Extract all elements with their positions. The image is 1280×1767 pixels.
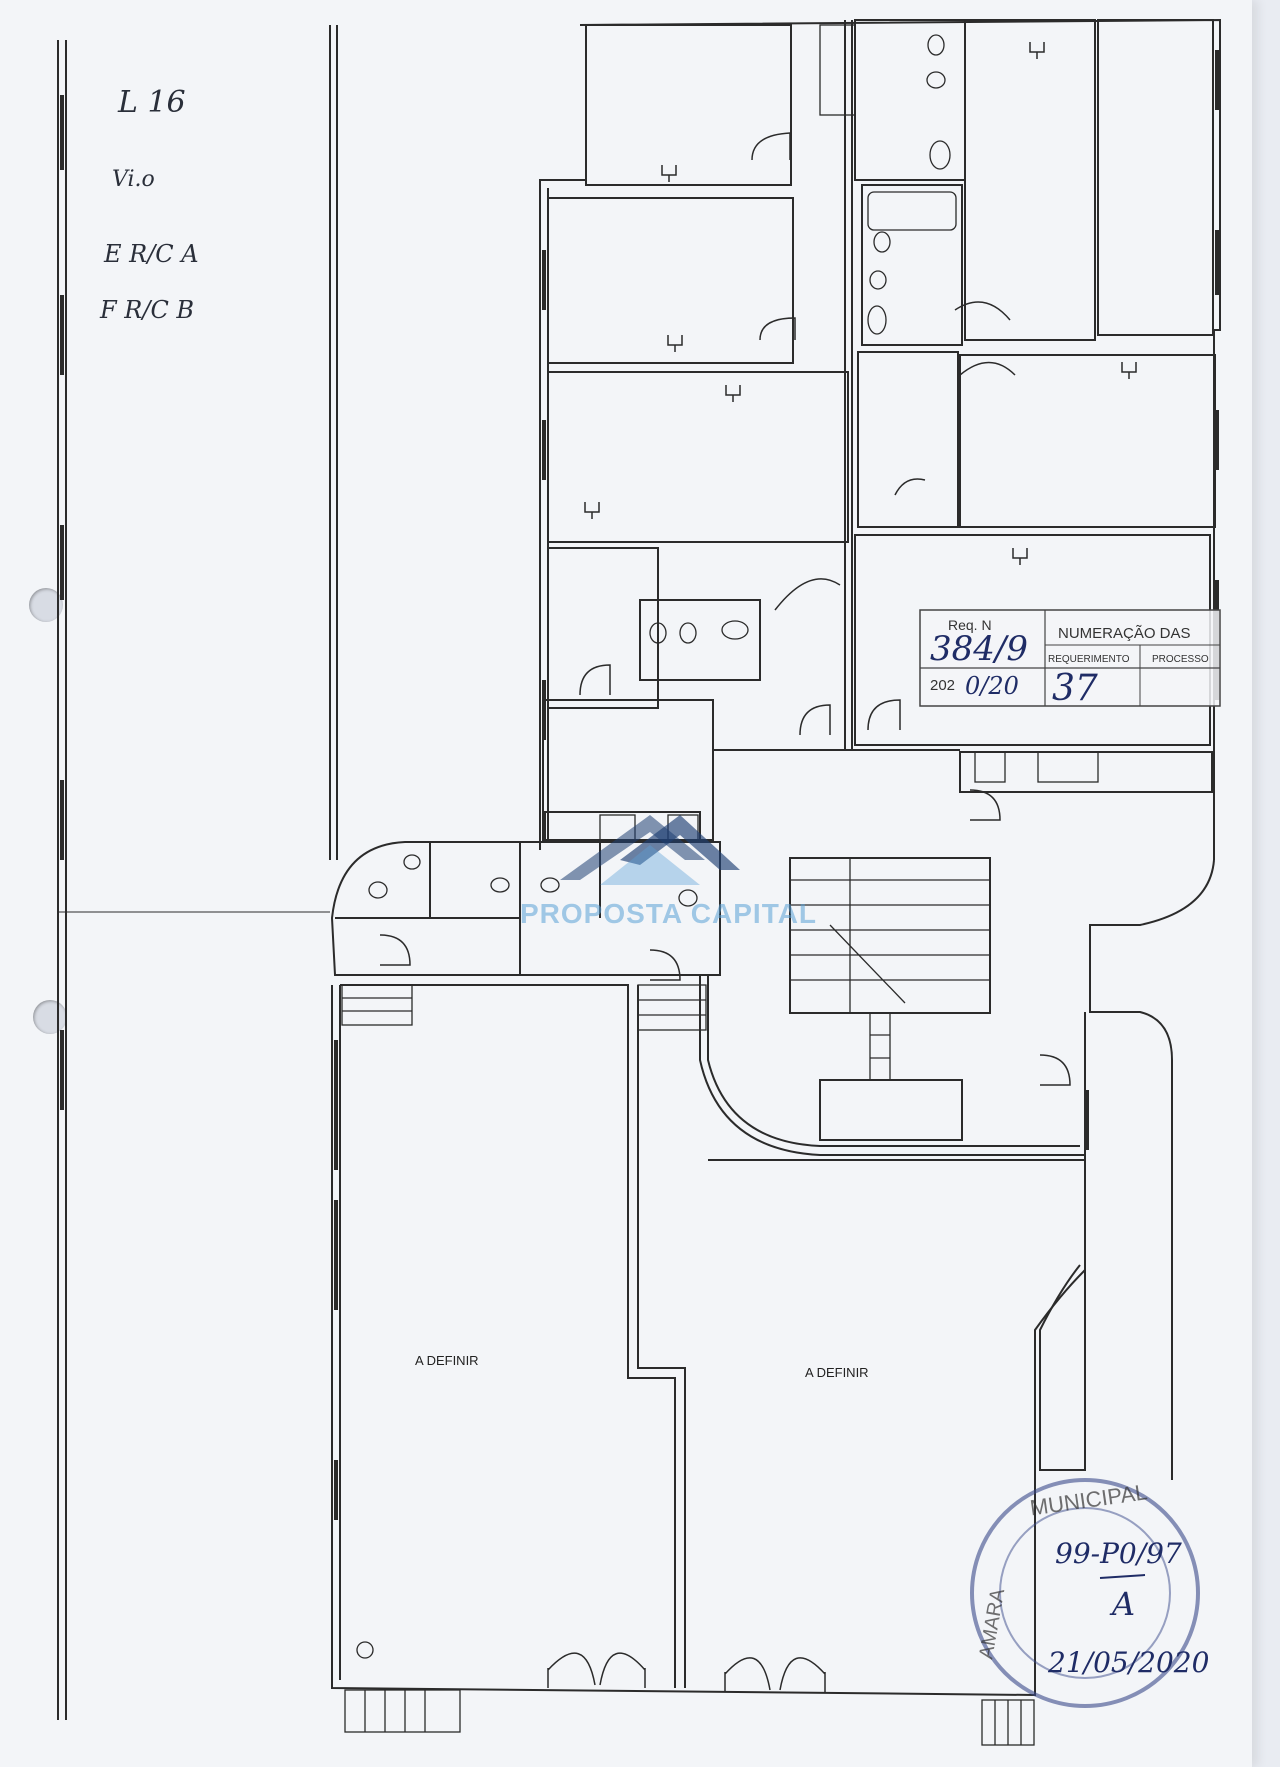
floor-plan: L 16 Vi.o E R/C A F R/C B A DEFINIR A DE… [57,18,1221,1746]
stair-core [789,857,991,1014]
room-label-right: A DEFINIR [805,1365,869,1380]
municipal-seal: MUNICIPAL AMARA 99-P0/97 A 21/05/2020 [970,1478,1209,1708]
bathroom-a [639,599,761,681]
entrance-door-right [724,1657,826,1692]
seal-initials: A [1109,1585,1135,1623]
stamp-req-label: Req. N [948,617,992,633]
stamp-header: NUMERAÇÃO DAS [1058,625,1191,642]
room-bedroom-1 [547,197,794,364]
room-upper-left [585,24,792,186]
room-bedroom-2 [964,19,1096,341]
seal-ref: 99-P0/97 [1055,1537,1182,1570]
room-label-left: A DEFINIR [415,1353,479,1368]
plan-sheet: L 16 Vi.o E R/C A F R/C B A DEFINIR A DE… [29,18,1221,1746]
room-corridor-a [542,699,714,841]
annotation-line3: E R/C A [103,240,199,268]
annotation-lot: L 16 [117,85,186,120]
stamp-year-suffix: 0/20 [965,672,1019,700]
ground-floor-outline [331,985,1036,1697]
seal-ring-left: AMARA [975,1586,1009,1661]
watermark-text: PROPOSTA CAPITAL [520,898,817,929]
registration-stamp: Req. N 384/9 202 0/20 NUMERAÇÃO DAS REQU… [919,609,1221,709]
stamp-process-number: 37 [1052,668,1098,709]
annotation-line4: F R/C B [99,296,194,324]
room-kitchen-a [547,547,659,709]
stamp-req-number: 384/9 [930,629,1028,669]
wc-strip [330,841,721,976]
unit-left [340,984,676,1688]
room-bedroom-3 [1097,19,1214,336]
entrance-door-left [547,1652,646,1688]
stamp-year-prefix: 202 [930,677,955,694]
stamp-col-processo: PROCESSO [1152,654,1209,665]
bathroom-upper [854,19,966,181]
bathroom-b [861,184,963,346]
seal-date: 21/05/2020 [1047,1646,1209,1679]
room-closet [857,351,959,528]
watermark-logo: PROPOSTA CAPITAL [520,815,817,929]
annotation-line2: Vi.o [112,167,155,192]
room-living [547,371,849,543]
landing [819,1079,963,1141]
kitchen-counter-b [959,751,1213,793]
stamp-col-requerimento: REQUERIMENTO [1048,654,1130,665]
punch-hole [33,1000,67,1034]
room-bedroom-4 [959,354,1216,528]
